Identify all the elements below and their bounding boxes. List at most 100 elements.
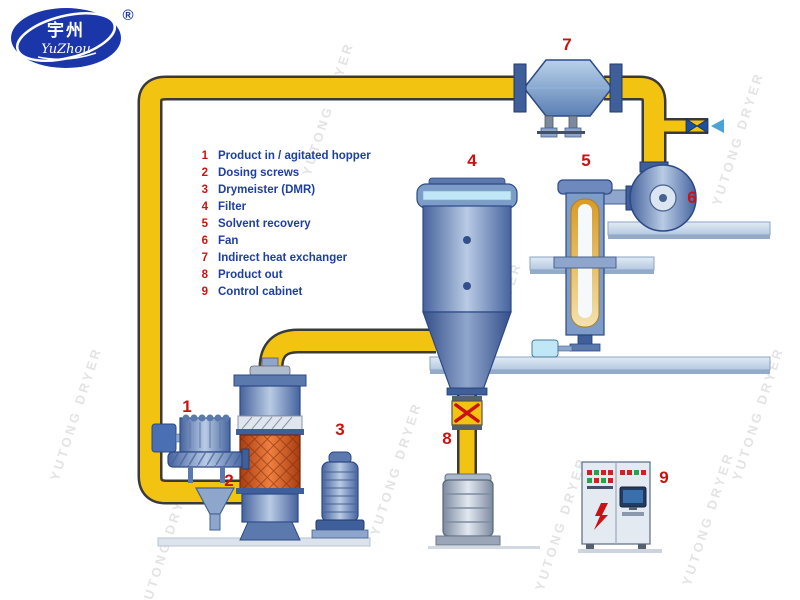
- label-fan: 6: [687, 188, 696, 207]
- valve-bowtie-right: [696, 118, 709, 134]
- registered-trademark: ®: [122, 7, 133, 24]
- support-leg: [220, 467, 225, 483]
- logo-swoosh: [15, 12, 117, 62]
- drymeister-tower: [233, 357, 307, 541]
- feed-system: [151, 414, 250, 531]
- label-drymeister: 3: [335, 420, 344, 439]
- hopper-gear-ribs: [182, 414, 230, 422]
- flow-arrow-icon: [711, 119, 724, 133]
- legend-item-6-label: Fan: [218, 235, 238, 247]
- discharge-valve: [451, 396, 483, 430]
- screw-end-flange: [241, 448, 250, 470]
- watermark-text: YUTONG DRYER: [532, 455, 590, 593]
- valve-stem: [568, 115, 578, 129]
- product-drum: [428, 473, 540, 549]
- solvent-recovery-column: [531, 179, 617, 358]
- valve-bottom-flange: [452, 425, 482, 430]
- motor-foot: [311, 529, 369, 539]
- fan: [603, 161, 697, 232]
- hopper-ribs: [189, 422, 221, 448]
- monitor-stand: [629, 507, 637, 510]
- watermark-text: YUTONG DRYER: [679, 450, 737, 588]
- exchanger-drain-valve: [561, 115, 585, 138]
- dmr-top-flange: [233, 374, 307, 387]
- cabinet-leg: [586, 544, 594, 550]
- legend-item-8-num: 8: [202, 269, 209, 281]
- fan-platform: [607, 221, 771, 236]
- keyboard: [622, 512, 644, 516]
- exchanger-left-flange: [513, 63, 527, 113]
- logo-ellipse: [11, 8, 121, 68]
- valve-handle: [537, 131, 561, 134]
- support-leg: [188, 467, 193, 483]
- legend-item-3-num: 3: [202, 184, 208, 196]
- monitor: [619, 486, 647, 516]
- legend-item-1-label: Product in / agitated hopper: [218, 150, 371, 162]
- valve-stem: [544, 115, 554, 129]
- column-bottom-stub: [577, 334, 593, 346]
- legend-item-9-num: 9: [202, 286, 208, 298]
- filter-sight-band: [422, 190, 512, 201]
- legend-item-4-label: Filter: [218, 201, 247, 213]
- label-dosing-screws: 2: [224, 471, 233, 490]
- filter-cone-flange: [446, 387, 488, 396]
- legend-item-8-label: Product out: [218, 269, 283, 281]
- legend-item-7-num: 7: [202, 252, 208, 264]
- legend-item-4-num: 4: [202, 201, 209, 213]
- legend-item-5-label: Solvent recovery: [218, 218, 311, 230]
- label-solvent-recovery: 5: [581, 151, 590, 170]
- condensate-box: [531, 339, 559, 358]
- filter-bolt: [463, 236, 471, 244]
- dmr-louver-lines: [241, 416, 293, 430]
- label-control-cabinet: 9: [659, 468, 668, 487]
- equipment-number-labels: 7 4 5 6 1 3 2 8 9: [182, 35, 696, 490]
- pipe-fills: [140, 78, 708, 502]
- column-bracket: [553, 256, 617, 269]
- cabinet-leg: [638, 544, 646, 550]
- fan-platform-edge: [608, 235, 770, 239]
- indirect-heat-exchanger: [513, 59, 623, 138]
- cabinet-shadow: [578, 549, 662, 553]
- dmr-base: [239, 521, 301, 541]
- watermark-text: YUTONG DRYER: [709, 70, 767, 208]
- column-bottom-flange: [569, 343, 601, 352]
- dmr-upper-body: [239, 385, 301, 417]
- logo-brand-cn: 宇州: [47, 20, 85, 40]
- valve-top-flange: [452, 396, 482, 401]
- valve-cross-icon: [454, 403, 480, 423]
- logo-underline: [37, 52, 97, 60]
- legend-item-1-num: 1: [202, 150, 209, 162]
- drive-motor: [311, 451, 369, 539]
- screw-flights: [170, 453, 242, 466]
- filter-bolt: [463, 282, 471, 290]
- motor-body: [321, 461, 359, 523]
- legend-item-5-num: 5: [202, 218, 209, 230]
- bleed-valve: [685, 118, 724, 134]
- motor-ribs: [324, 471, 356, 513]
- bag-filter: [416, 177, 518, 396]
- legend-item-6-num: 6: [202, 235, 208, 247]
- funnel-stem: [209, 513, 221, 531]
- column-cap: [557, 179, 613, 195]
- legend-item-7-label: Indirect heat exchanger: [218, 252, 348, 264]
- dmr-flange: [236, 429, 304, 435]
- logo-brand-en: YuZhou: [41, 42, 90, 57]
- control-cabinet: [578, 461, 662, 553]
- main-loop-pipe: [140, 78, 524, 502]
- indicator-lights: [587, 470, 646, 489]
- label-product-in: 1: [182, 397, 191, 416]
- agitator-motor: [151, 423, 177, 453]
- watermark-text: YUTONG DRYER: [47, 345, 105, 483]
- filter-body: [422, 205, 512, 313]
- fan-shaft-dot: [659, 194, 667, 202]
- label-heat-exchanger: 7: [562, 35, 571, 54]
- long-platform-edge: [430, 370, 770, 374]
- legend-item-9-label: Control cabinet: [218, 286, 303, 298]
- agitated-hopper: [179, 417, 231, 453]
- label-product-out: 8: [442, 429, 451, 448]
- legend-item-2-num: 2: [202, 167, 208, 179]
- filter-cone: [422, 311, 512, 391]
- dmr-flange: [236, 488, 304, 494]
- exchanger-right-flange: [609, 63, 623, 113]
